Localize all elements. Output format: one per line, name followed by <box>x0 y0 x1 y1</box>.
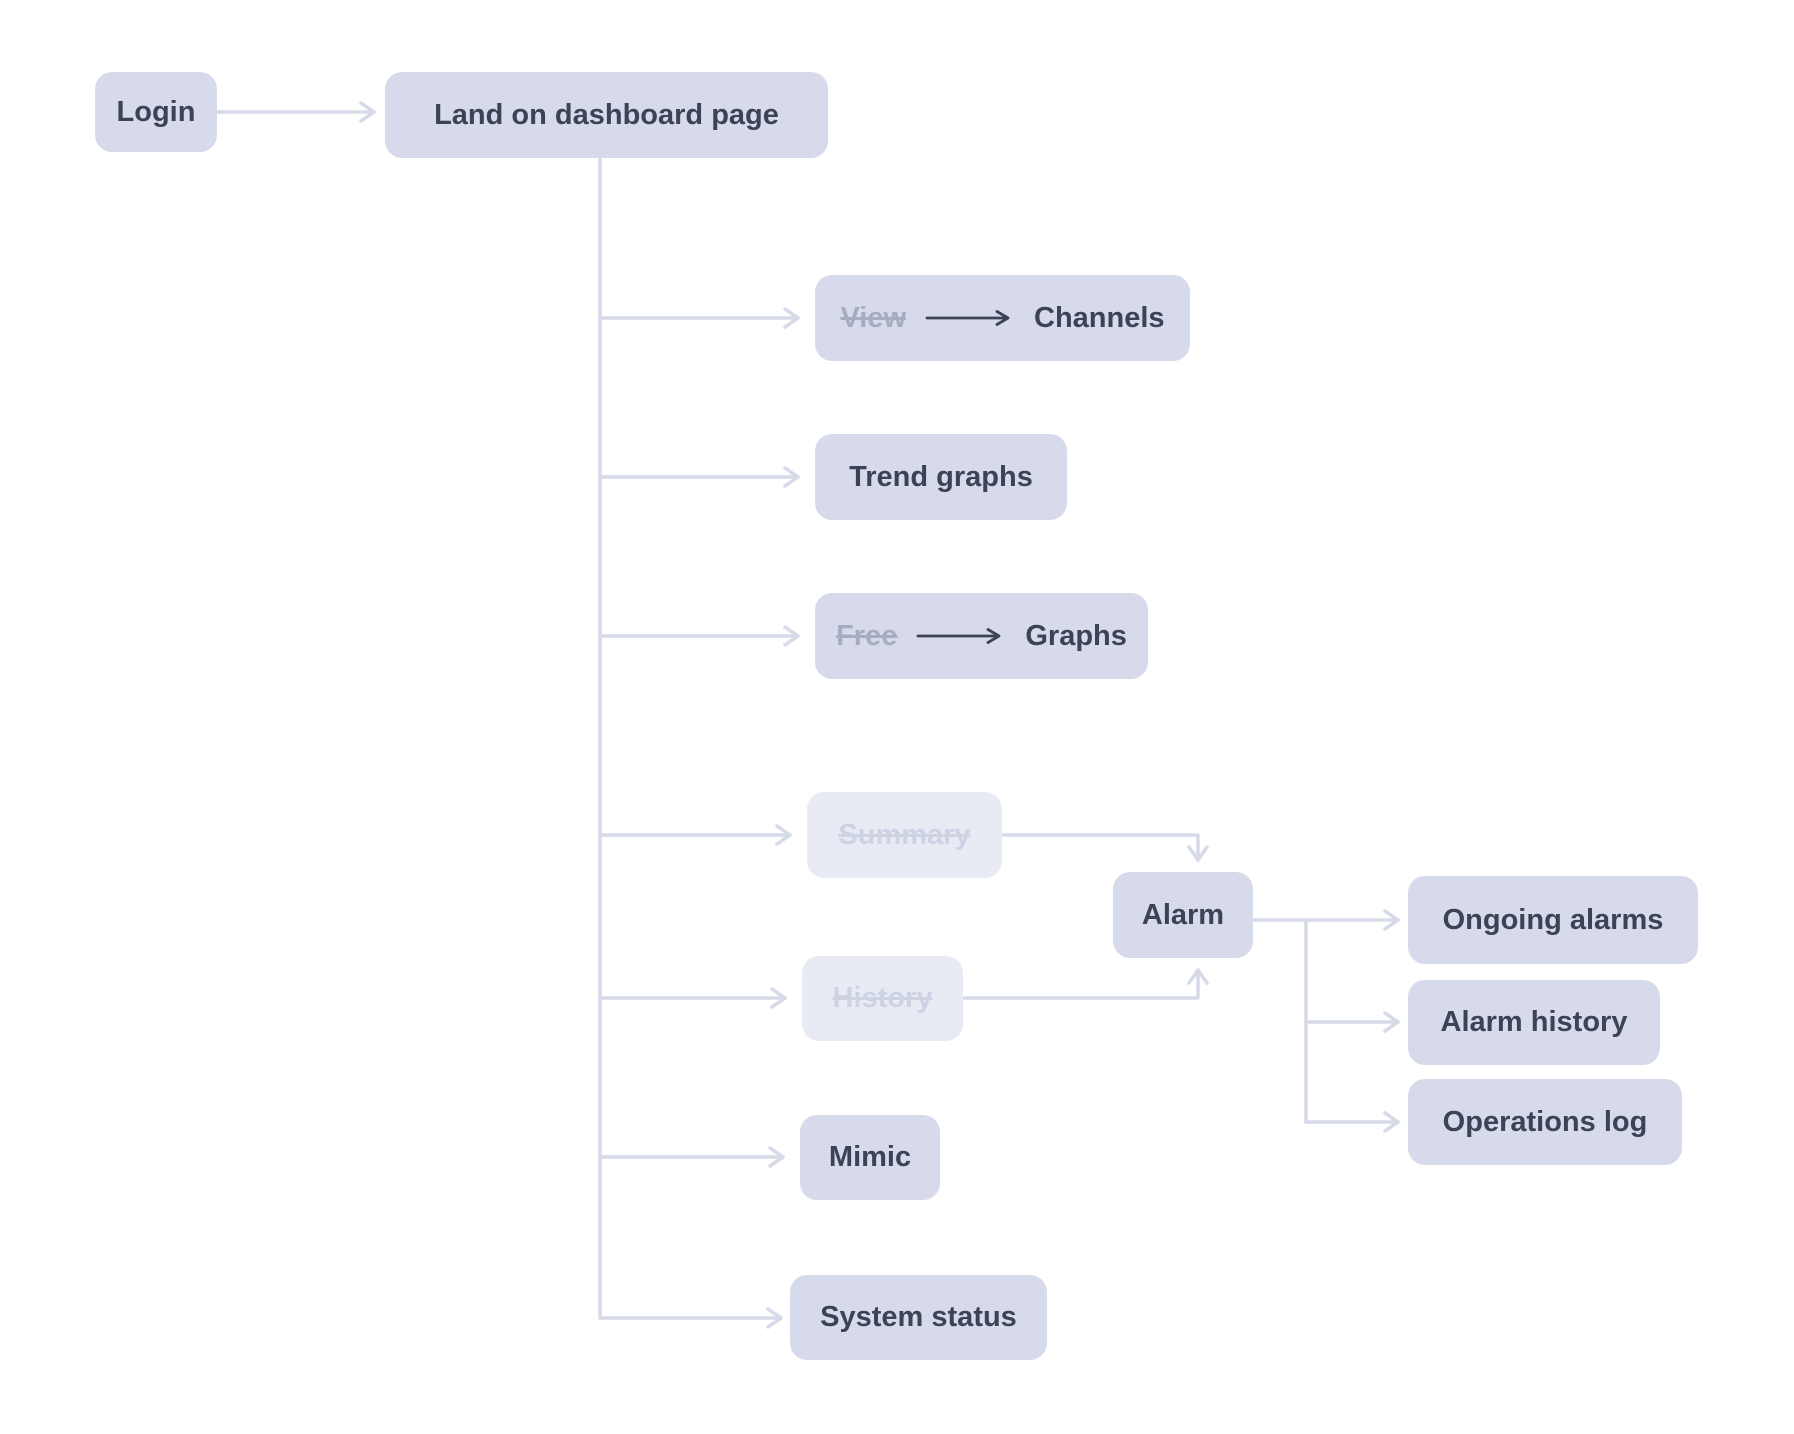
node-trend-graphs-label: Trend graphs <box>849 460 1033 493</box>
node-free-graphs-label: Graphs <box>1025 619 1127 652</box>
node-summary-label: Summary <box>838 818 971 851</box>
node-history[interactable]: History <box>802 956 963 1041</box>
node-system-status[interactable]: System status <box>790 1275 1047 1360</box>
node-mimic[interactable]: Mimic <box>800 1115 940 1200</box>
right-arrow-icon <box>916 628 1001 644</box>
node-view-channels[interactable]: View Channels <box>815 275 1190 361</box>
node-login-label: Login <box>116 95 196 128</box>
node-alarm[interactable]: Alarm <box>1113 872 1253 958</box>
node-alarm-history[interactable]: Alarm history <box>1408 980 1660 1065</box>
edge-history-to-alarm <box>961 968 1209 1000</box>
edge-summary-to-alarm <box>1000 833 1209 862</box>
node-operations-log[interactable]: Operations log <box>1408 1079 1682 1165</box>
node-login[interactable]: Login <box>95 72 217 152</box>
node-mimic-label: Mimic <box>828 1141 912 1173</box>
node-free-graphs[interactable]: Free Graphs <box>815 593 1148 679</box>
node-history-label: History <box>832 982 933 1014</box>
node-ongoing-alarms[interactable]: Ongoing alarms <box>1408 876 1698 964</box>
node-land-on-dashboard-label: Land on dashboard page <box>434 98 779 131</box>
node-summary[interactable]: Summary <box>807 792 1002 878</box>
edge-land-to-system-status <box>598 156 783 1329</box>
right-arrow-icon <box>925 310 1010 326</box>
node-land-on-dashboard[interactable]: Land on dashboard page <box>385 72 828 158</box>
node-view-channels-struck-label: View <box>840 301 907 334</box>
node-trend-graphs[interactable]: Trend graphs <box>815 434 1067 520</box>
node-alarm-history-label: Alarm history <box>1440 1006 1628 1038</box>
node-alarm-label: Alarm <box>1141 898 1225 931</box>
node-free-graphs-struck-label: Free <box>836 619 898 652</box>
node-system-status-label: System status <box>820 1301 1017 1333</box>
node-ongoing-alarms-label: Ongoing alarms <box>1442 903 1664 936</box>
node-view-channels-label: Channels <box>1034 301 1165 334</box>
node-operations-log-label: Operations log <box>1442 1105 1648 1138</box>
